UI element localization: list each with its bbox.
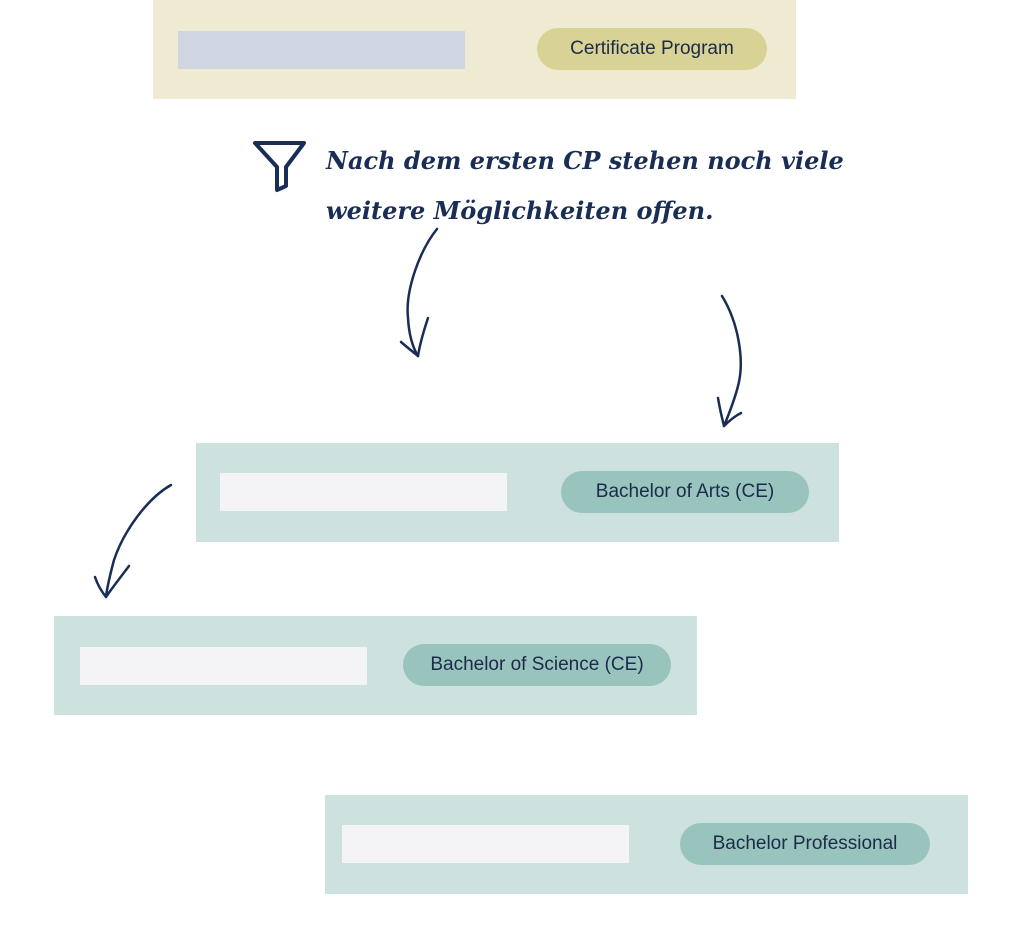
bachelor-arts-placeholder-bar <box>220 473 507 511</box>
certificate-program-card: Certificate Program <box>153 0 796 99</box>
certificate-program-badge[interactable]: Certificate Program <box>537 28 767 70</box>
bachelor-professional-card: Bachelor Professional <box>325 795 968 894</box>
note-line-1: Nach dem ersten CP stehen noch viele <box>326 146 844 175</box>
note-text: Nach dem ersten CP stehen noch viele wei… <box>326 136 846 236</box>
bachelor-science-card: Bachelor of Science (CE) <box>54 616 697 715</box>
arrow-right-to-bachelor-arts <box>716 294 743 428</box>
arrow-note-to-bachelor-arts <box>399 227 439 358</box>
bachelor-arts-card: Bachelor of Arts (CE) <box>196 443 839 542</box>
bachelor-professional-badge[interactable]: Bachelor Professional <box>680 823 930 865</box>
arrow-arts-to-science <box>93 483 173 599</box>
bachelor-arts-badge[interactable]: Bachelor of Arts (CE) <box>561 471 809 513</box>
bachelor-science-placeholder-bar <box>80 647 367 685</box>
funnel-icon <box>253 141 306 192</box>
certificate-placeholder-bar <box>178 31 465 69</box>
bachelor-professional-placeholder-bar <box>342 825 629 863</box>
note-line-2: weitere Möglichkeiten offen. <box>326 196 714 225</box>
bachelor-science-badge[interactable]: Bachelor of Science (CE) <box>403 644 671 686</box>
